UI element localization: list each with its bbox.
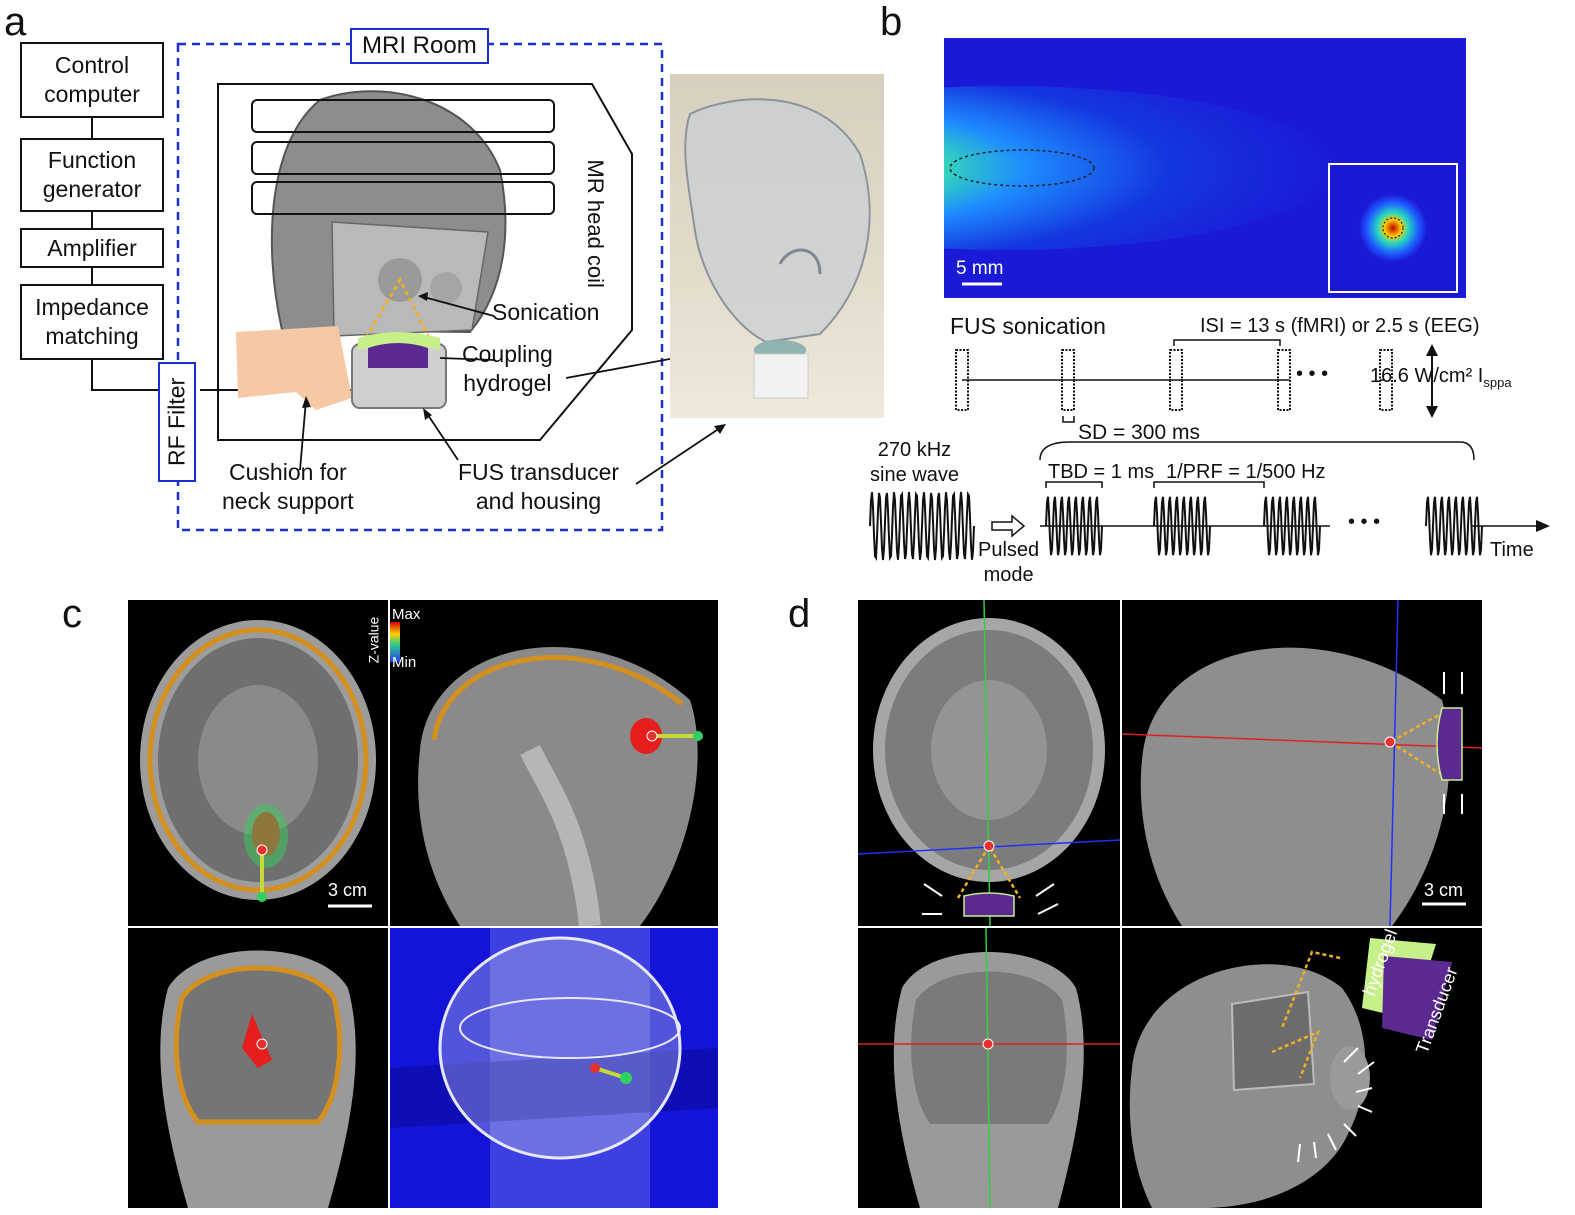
coronal-localization-slice bbox=[858, 928, 1120, 1208]
sine-wave-label: 270 kHz sine wave bbox=[870, 439, 959, 486]
axial-brain-slice: 3 cm bbox=[128, 600, 388, 926]
timeline-ellipsis: • • • bbox=[1296, 363, 1329, 385]
time-axis-label: Time bbox=[1490, 539, 1534, 561]
intensity-value: 16.6 W/cm² I bbox=[1370, 365, 1484, 387]
tbd-label: TBD = 1 ms bbox=[1048, 461, 1155, 483]
intensity-subscript: sppa bbox=[1483, 375, 1512, 390]
panel-label-c: c bbox=[62, 592, 82, 636]
mri-room-label: MRI Room bbox=[350, 28, 489, 64]
z-value-label: Z-value bbox=[365, 616, 382, 664]
impedance-matching-box: Impedance matching bbox=[20, 284, 164, 360]
z-max-label: Max bbox=[392, 606, 421, 623]
pulsed-mode-label: Pulsed mode bbox=[978, 539, 1040, 586]
pulse-burst bbox=[1045, 496, 1103, 556]
fus-sonication-title: FUS sonication bbox=[950, 313, 1106, 339]
amplifier-box: Amplifier bbox=[20, 228, 164, 268]
pressure-field-heatmap bbox=[944, 86, 1458, 293]
prf-label: 1/PRF = 1/500 Hz bbox=[1166, 461, 1326, 483]
acoustic-field-map: 5 mm bbox=[944, 38, 1466, 298]
3d-head-render: hydrogel Transducer bbox=[1122, 928, 1482, 1208]
sonication-timing-diagram bbox=[869, 339, 1550, 562]
axial-scale-label: 3 cm bbox=[328, 880, 368, 900]
head-coil-label: MR head coil bbox=[582, 159, 608, 288]
pulse-burst bbox=[1425, 496, 1483, 556]
rf-filter-box: RF Filter bbox=[158, 362, 196, 482]
function-generator-box: Function generator bbox=[20, 138, 164, 212]
sagittal-localization-slice: 3 cm bbox=[1122, 600, 1482, 926]
transducer-housing-label: FUS transducer and housing bbox=[458, 459, 620, 514]
pulse-burst bbox=[1263, 496, 1321, 556]
pulse-ellipsis: • • • bbox=[1348, 511, 1381, 533]
sagittal-scale-label: 3 cm bbox=[1424, 880, 1464, 900]
glass-head-phantom bbox=[684, 98, 871, 399]
coupling-hydrogel-label: Coupling hydrogel bbox=[462, 341, 553, 396]
cushion-label: Cushion for neck support bbox=[222, 459, 354, 514]
axial-localization-slice bbox=[858, 600, 1120, 926]
control-computer-box: Control computer bbox=[20, 42, 164, 118]
sagittal-brain-slice bbox=[390, 600, 718, 926]
sonication-label: Sonication bbox=[492, 299, 600, 325]
panel-label-d: d bbox=[788, 592, 811, 636]
z-value-colorbar bbox=[390, 622, 400, 662]
intensity-label: 16.6 W/cm² Isppa bbox=[1370, 364, 1512, 391]
sd-label: SD = 300 ms bbox=[1078, 421, 1200, 444]
coronal-brain-slice bbox=[128, 928, 388, 1208]
phantom-photo bbox=[670, 74, 884, 418]
panel-a-wiring bbox=[91, 42, 760, 532]
field-scale-bar-label: 5 mm bbox=[956, 258, 1004, 279]
isi-label: ISI = 13 s (fMRI) or 2.5 s (EEG) bbox=[1200, 315, 1480, 337]
panel-label-a: a bbox=[4, 0, 27, 44]
3d-render-view bbox=[390, 928, 718, 1208]
z-min-label: Min bbox=[392, 654, 417, 671]
panel-label-b: b bbox=[880, 0, 903, 44]
pulse-burst bbox=[1153, 496, 1211, 556]
